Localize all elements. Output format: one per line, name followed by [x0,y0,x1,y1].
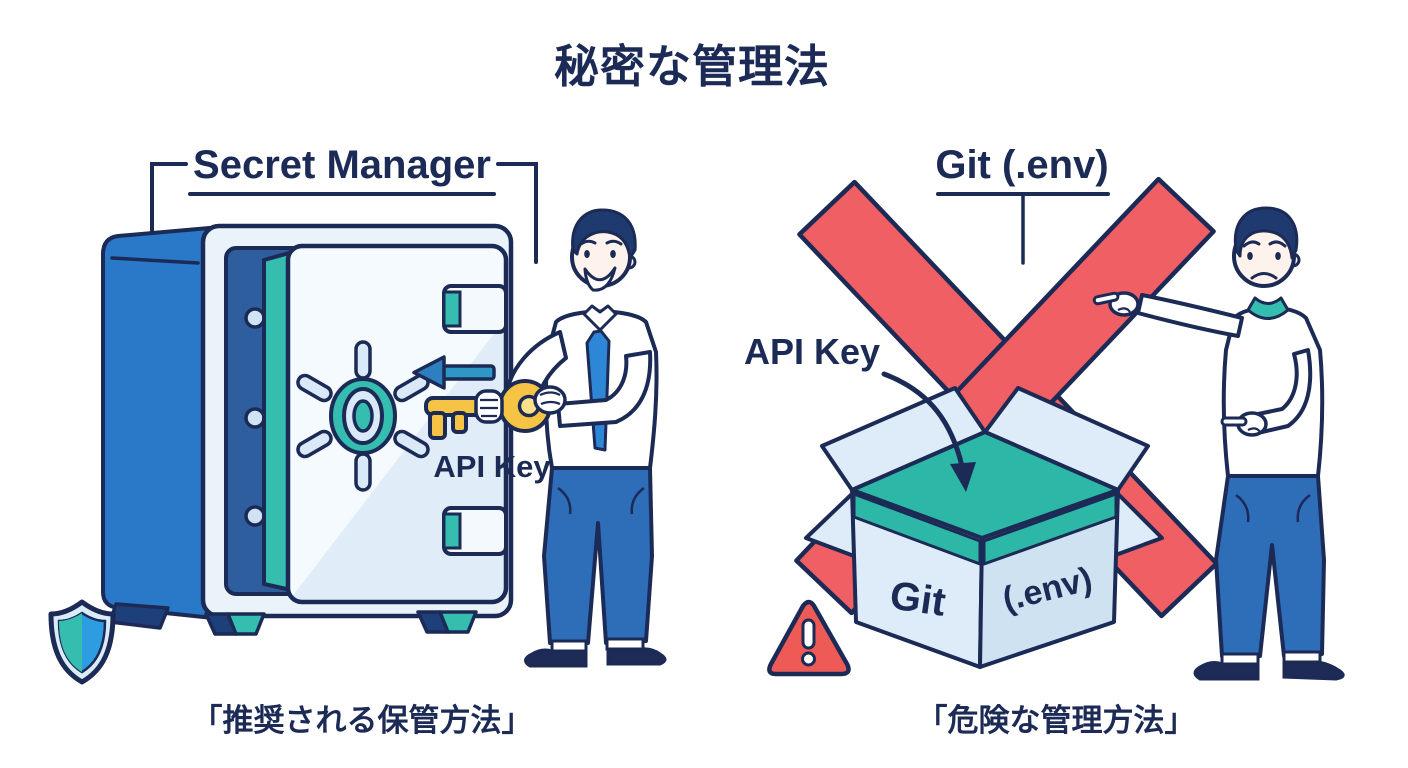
man2-hair [1233,206,1299,260]
man2-head [1232,206,1301,288]
box-label-git: Git [887,573,948,624]
man1-head [570,208,637,292]
man2-pointing-hand-left [1220,411,1268,437]
hinge-pin [244,307,266,329]
git-box-illustration: Git (.env) [804,386,1164,669]
man2-collar [1246,296,1290,320]
man1-shoe [524,648,588,668]
man1-near-arm [556,350,653,428]
left-panel: Secret Manager [48,143,667,738]
bracket-right [496,162,538,264]
api-key-arrow [881,371,976,492]
api-key-label-right: API Key [744,331,880,372]
safe-dial [296,340,430,492]
hinge-pin [244,407,266,429]
man1-shoe [606,647,667,666]
right-panel: Git (.env) [744,143,1345,738]
bracket-left [150,162,188,244]
safe-foot-front-right [416,610,478,634]
secret-manager-heading: Secret Manager [193,143,491,187]
left-caption: 「推奨される保管方法」 [192,703,533,738]
man-recommended [504,208,667,668]
warning-icon [767,599,851,677]
door-latch-bottom [442,506,508,556]
door-latch-top [442,284,508,334]
man-danger [1092,206,1345,681]
man2-arm-up [1136,293,1244,338]
insert-arrow-icon [412,355,496,390]
safe-foot-left [108,602,170,630]
git-env-heading: Git (.env) [935,143,1108,187]
man1-hair [571,208,637,260]
safe-illustration [101,223,514,636]
man2-pants [1214,474,1326,658]
man1-smile [583,266,617,292]
api-key-label-left: API Key [433,449,551,484]
man2-shoe [1193,661,1260,681]
hinge-pin [244,505,266,527]
shield-icon [48,599,116,685]
safe-foot-front-left [204,612,266,636]
man1-hands [474,385,567,424]
page-title: 秘密な管理法 [554,41,830,92]
man2-pointing-hand-up [1092,291,1140,317]
right-caption: 「危険な管理方法」 [917,703,1196,738]
man2-shoe [1282,660,1345,681]
man2-frown [1250,272,1278,280]
